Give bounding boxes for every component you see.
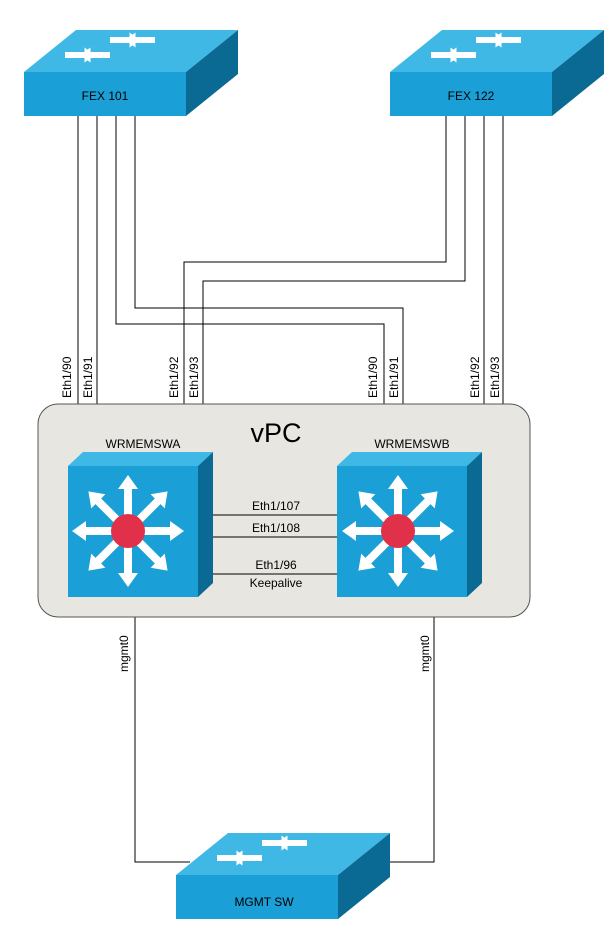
peer-link-3-label: Eth1/96 <box>255 558 297 572</box>
mgmt-switch-label: MGMT SW <box>234 895 294 909</box>
fex-101-label: FEX 101 <box>82 89 129 103</box>
keepalive-label: Keepalive <box>250 576 303 590</box>
wire-fex122-a93 <box>202 114 466 404</box>
mgmt-wires <box>134 617 435 863</box>
fex-122-label: FEX 122 <box>448 89 495 103</box>
peer-link-2-label: Eth1/108 <box>252 521 300 535</box>
port-label-a91: Eth1/91 <box>81 356 95 398</box>
peer-links: Eth1/107 Eth1/108 Eth1/96 Keepalive <box>210 499 337 590</box>
switch-icon <box>24 30 238 116</box>
fex-101-switch[interactable]: FEX 101 <box>24 30 238 116</box>
multilayer-switch-icon <box>68 452 213 597</box>
mgmt-switch[interactable]: MGMT SW <box>176 833 390 919</box>
port-label-a92: Eth1/92 <box>167 356 181 398</box>
port-label-b91: Eth1/91 <box>387 356 401 398</box>
wire-fex101-b90 <box>115 114 385 404</box>
wire-fex122-a92 <box>183 114 447 404</box>
core-switch-b[interactable]: WRMEMSWB <box>337 437 482 597</box>
port-label-b92: Eth1/92 <box>468 356 482 398</box>
vpc-title: vPC <box>250 418 301 448</box>
port-label-b93: Eth1/93 <box>488 356 502 398</box>
fex122-uplinks <box>183 114 504 404</box>
port-label-b90: Eth1/90 <box>366 356 380 398</box>
multilayer-switch-icon <box>337 452 482 597</box>
wire-mgmt-b <box>380 617 435 863</box>
arrows-icon <box>72 475 184 587</box>
mgmt-label-b: mgmt0 <box>418 635 432 672</box>
switch-b-label: WRMEMSWB <box>374 437 449 451</box>
wire-mgmt-a <box>134 617 190 863</box>
switch-a-label: WRMEMSWA <box>106 437 181 451</box>
switch-icon <box>176 833 390 919</box>
peer-link-1-label: Eth1/107 <box>252 499 300 513</box>
fex101-uplinks <box>77 114 404 404</box>
port-label-a93: Eth1/93 <box>187 356 201 398</box>
arrows-icon <box>342 475 454 587</box>
wire-fex101-b91 <box>134 114 404 404</box>
fex-122-switch[interactable]: FEX 122 <box>390 30 604 116</box>
mgmt-label-a: mgmt0 <box>117 635 131 672</box>
port-labels: Eth1/90 Eth1/91 Eth1/92 Eth1/93 Eth1/90 … <box>60 356 502 672</box>
switch-icon <box>390 30 604 116</box>
port-label-a90: Eth1/90 <box>60 356 74 398</box>
core-switch-a[interactable]: WRMEMSWA <box>68 437 213 597</box>
